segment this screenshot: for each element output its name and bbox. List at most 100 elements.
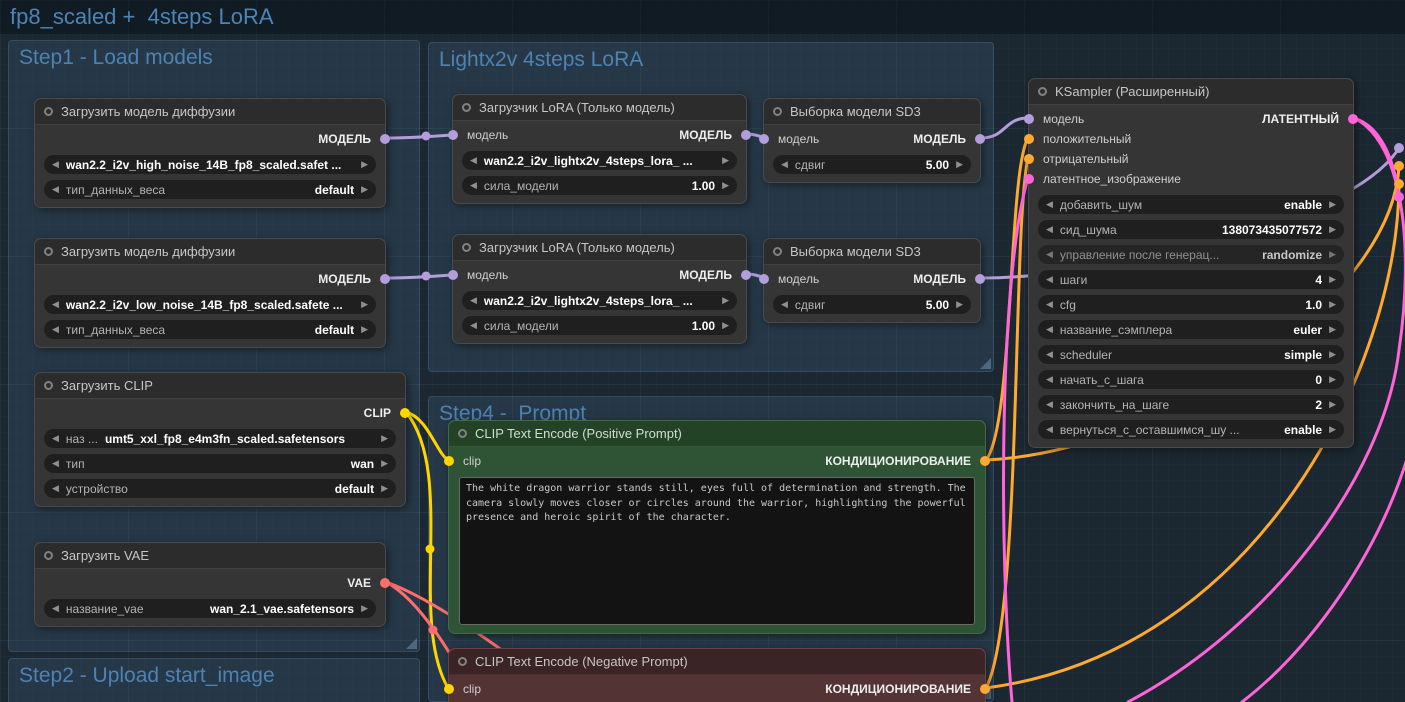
collapse-icon[interactable] [44, 107, 53, 116]
collapse-icon[interactable] [462, 243, 471, 252]
node-header[interactable]: KSampler (Расширенный) [1029, 79, 1353, 105]
model-slot-row[interactable]: модель МОДЕЛЬ [764, 129, 980, 149]
combo-next-icon[interactable]: ▶ [361, 599, 368, 618]
node-model-sampling-sd3-1[interactable]: Выборка модели SD3 модель МОДЕЛЬ ◀ сдвиг… [763, 98, 981, 183]
node-header[interactable]: Загрузчик LoRA (Только модель) [453, 235, 746, 261]
combo-prev-icon[interactable]: ◀ [1046, 195, 1053, 214]
combo-next-icon[interactable]: ▶ [361, 320, 368, 339]
widget-clip-device[interactable]: ◀ устройство default ▶ [44, 479, 396, 498]
clip-conditioning-slot-row[interactable]: clip КОНДИЦИОНИРОВАНИЕ [449, 451, 985, 471]
node-load-diffusion-low[interactable]: Загрузить модель диффузии МОДЕЛЬ ◀ wan2.… [34, 238, 386, 348]
combo-prev-icon[interactable]: ◀ [1046, 220, 1053, 239]
combo-prev-icon[interactable]: ◀ [1046, 370, 1053, 389]
output-slot-clip[interactable]: CLIP [35, 403, 405, 423]
model-output-dot[interactable] [741, 270, 751, 280]
widget-return-with-leftover-noise[interactable]: ◀ вернуться_с_оставшимся_шу ... enable ▶ [1038, 420, 1344, 439]
combo-prev-icon[interactable]: ◀ [52, 295, 59, 314]
combo-prev-icon[interactable]: ◀ [1046, 420, 1053, 439]
combo-next-icon[interactable]: ▶ [381, 479, 388, 498]
combo-prev-icon[interactable]: ◀ [52, 454, 59, 473]
widget-control-after-generate[interactable]: ◀ управление после генерац... randomize … [1038, 245, 1344, 264]
positive-prompt-textarea[interactable]: The white dragon warrior stands still, e… [459, 477, 975, 625]
node-load-vae[interactable]: Загрузить VAE VAE ◀ название_vae wan_2.1… [34, 542, 386, 627]
combo-next-icon[interactable]: ▶ [722, 291, 729, 310]
combo-next-icon[interactable]: ▶ [361, 295, 368, 314]
combo-next-icon[interactable]: ▶ [956, 295, 963, 314]
model-output-dot[interactable] [975, 274, 985, 284]
node-clip-text-encode-negative[interactable]: CLIP Text Encode (Negative Prompt) clip … [448, 648, 986, 702]
widget-noise-seed[interactable]: ◀ сид_шума 138073435077572 ▶ [1038, 220, 1344, 239]
node-load-clip[interactable]: Загрузить CLIP CLIP ◀ наз ... umt5_xxl_f… [34, 372, 406, 507]
combo-next-icon[interactable]: ▶ [381, 429, 388, 448]
offscreen-negative-input-dot[interactable] [1394, 179, 1404, 189]
model-slot-row[interactable]: модель МОДЕЛЬ [453, 265, 746, 285]
node-header[interactable]: Выборка модели SD3 [764, 99, 980, 125]
node-header[interactable]: Выборка модели SD3 [764, 239, 980, 265]
combo-next-icon[interactable]: ▶ [722, 316, 729, 335]
clip-input-dot[interactable] [444, 684, 454, 694]
node-ksampler-advanced[interactable]: KSampler (Расширенный) модель ЛАТЕНТНЫЙ … [1028, 78, 1354, 448]
widget-lora-name[interactable]: ◀ wan2.2_i2v_lightx2v_4steps_lora_ ... ▶ [462, 291, 737, 310]
combo-prev-icon[interactable]: ◀ [1046, 295, 1053, 314]
combo-prev-icon[interactable]: ◀ [52, 599, 59, 618]
combo-next-icon[interactable]: ▶ [1329, 320, 1336, 339]
combo-next-icon[interactable]: ▶ [1329, 220, 1336, 239]
conditioning-output-dot[interactable] [980, 456, 990, 466]
combo-next-icon[interactable]: ▶ [1329, 245, 1336, 264]
model-slot-dot[interactable] [380, 274, 390, 284]
clip-slot-dot[interactable] [400, 408, 410, 418]
combo-next-icon[interactable]: ▶ [1329, 370, 1336, 389]
combo-next-icon[interactable]: ▶ [722, 151, 729, 170]
widget-clip-type[interactable]: ◀ тип wan ▶ [44, 454, 396, 473]
combo-next-icon[interactable]: ▶ [1329, 345, 1336, 364]
combo-next-icon[interactable]: ▶ [361, 155, 368, 174]
widget-weight-dtype[interactable]: ◀ тип_данных_веса default ▶ [44, 320, 376, 339]
widget-shift[interactable]: ◀ сдвиг 5.00 ▶ [773, 155, 971, 174]
combo-prev-icon[interactable]: ◀ [470, 151, 477, 170]
widget-shift[interactable]: ◀ сдвиг 5.00 ▶ [773, 295, 971, 314]
combo-prev-icon[interactable]: ◀ [1046, 320, 1053, 339]
conditioning-output-dot[interactable] [980, 684, 990, 694]
offscreen-model-input-dot[interactable] [1394, 143, 1404, 153]
combo-next-icon[interactable]: ▶ [381, 454, 388, 473]
offscreen-latent-input-dot[interactable] [1394, 192, 1404, 202]
widget-vae-name[interactable]: ◀ название_vae wan_2.1_vae.safetensors ▶ [44, 599, 376, 618]
widget-lora-name[interactable]: ◀ wan2.2_i2v_lightx2v_4steps_lora_ ... ▶ [462, 151, 737, 170]
model-slot-row[interactable]: модель МОДЕЛЬ [453, 125, 746, 145]
combo-next-icon[interactable]: ▶ [956, 155, 963, 174]
combo-next-icon[interactable]: ▶ [1329, 195, 1336, 214]
conditioning-input-dot[interactable] [1024, 154, 1034, 164]
offscreen-positive-input-dot[interactable] [1394, 161, 1404, 171]
widget-strength-model[interactable]: ◀ сила_модели 1.00 ▶ [462, 316, 737, 335]
collapse-icon[interactable] [458, 429, 467, 438]
input-slot-negative[interactable]: отрицательный [1029, 149, 1353, 169]
combo-prev-icon[interactable]: ◀ [52, 479, 59, 498]
combo-prev-icon[interactable]: ◀ [1046, 270, 1053, 289]
widget-scheduler[interactable]: ◀ scheduler simple ▶ [1038, 345, 1344, 364]
conditioning-input-dot[interactable] [1024, 134, 1034, 144]
input-slot-positive[interactable]: положительный [1029, 129, 1353, 149]
model-input-dot[interactable] [448, 270, 458, 280]
node-header[interactable]: CLIP Text Encode (Negative Prompt) [449, 649, 985, 675]
node-lora-loader-2[interactable]: Загрузчик LoRA (Только модель) модель МО… [452, 234, 747, 344]
combo-prev-icon[interactable]: ◀ [1046, 395, 1053, 414]
widget-weight-dtype[interactable]: ◀ тип_данных_веса default ▶ [44, 180, 376, 199]
node-header[interactable]: Загрузить VAE [35, 543, 385, 569]
model-input-dot[interactable] [759, 274, 769, 284]
output-slot-vae[interactable]: VAE [35, 573, 385, 593]
widget-start-at-step[interactable]: ◀ начать_с_шага 0 ▶ [1038, 370, 1344, 389]
model-input-dot[interactable] [448, 130, 458, 140]
combo-next-icon[interactable]: ▶ [361, 180, 368, 199]
model-input-dot[interactable] [1024, 114, 1034, 124]
model-latent-slot-row[interactable]: модель ЛАТЕНТНЫЙ [1029, 109, 1353, 129]
input-slot-latent-image[interactable]: латентное_изображение [1029, 169, 1353, 189]
model-output-dot[interactable] [975, 134, 985, 144]
collapse-icon[interactable] [44, 381, 53, 390]
combo-next-icon[interactable]: ▶ [1329, 295, 1336, 314]
clip-conditioning-slot-row[interactable]: clip КОНДИЦИОНИРОВАНИЕ [449, 679, 985, 699]
widget-clip-name[interactable]: ◀ наз ... umt5_xxl_fp8_e4m3fn_scaled.saf… [44, 429, 396, 448]
combo-prev-icon[interactable]: ◀ [470, 176, 477, 195]
combo-next-icon[interactable]: ▶ [1329, 395, 1336, 414]
combo-prev-icon[interactable]: ◀ [52, 320, 59, 339]
collapse-icon[interactable] [458, 657, 467, 666]
